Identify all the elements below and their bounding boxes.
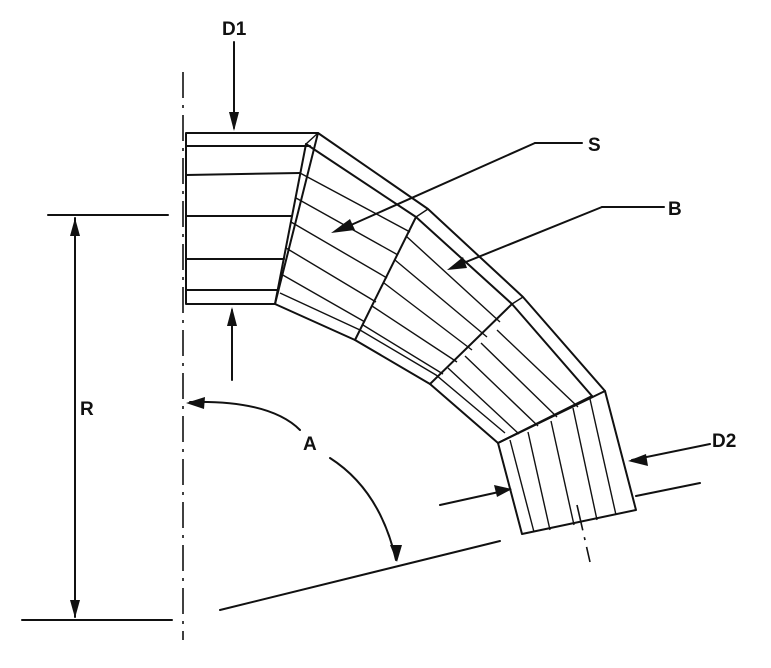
d1-dimension (227, 41, 239, 381)
outlet-centerline (576, 504, 591, 563)
label-d1: D1 (222, 19, 247, 40)
r-dimension (21, 214, 173, 621)
b-leader (447, 206, 665, 270)
d2-dimension (439, 443, 711, 506)
label-r: R (80, 399, 94, 420)
label-b: B (668, 199, 682, 220)
label-d2: D2 (712, 431, 736, 452)
label-s: S (588, 135, 601, 156)
outlet-segment (497, 390, 637, 535)
segment-longitudinal-lines (280, 172, 579, 435)
angle-a-dimension (186, 397, 501, 611)
mitre-joints (274, 143, 593, 444)
inner-section-curve (274, 292, 506, 444)
label-a: A (303, 434, 317, 455)
s-leader (331, 142, 583, 233)
inlet-segment (185, 132, 319, 305)
